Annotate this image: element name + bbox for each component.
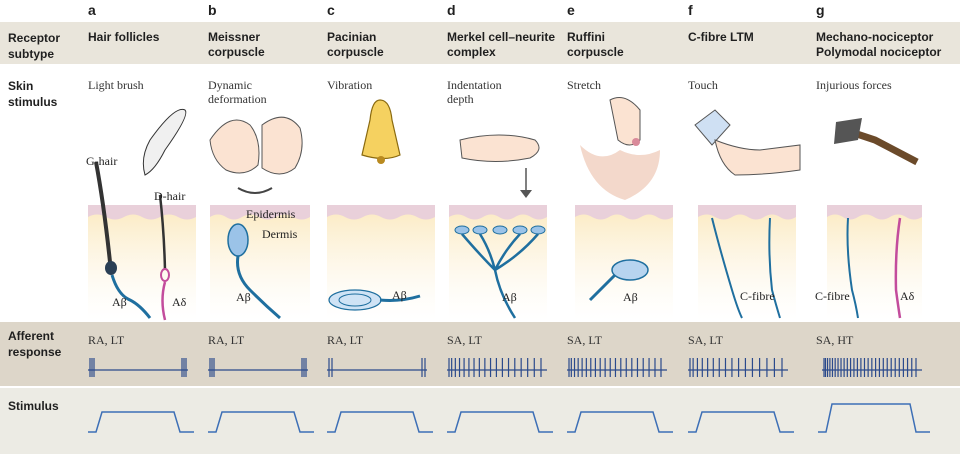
ruffini-illustration [580,97,660,302]
afferent-spike-traces [88,358,922,377]
header-hair-follicles: Hair follicles [88,30,160,44]
header-band [0,22,960,64]
label-cfibre-g: C-fibre [815,289,850,303]
col-letter-f: f [688,2,693,18]
label-abeta-c: Aβ [392,288,407,302]
stimulus-trace [447,411,553,433]
header-merkel: Merkel cell–neurite complex [447,30,556,59]
afferent-band [0,322,960,386]
stimulus-trace [567,411,673,433]
hair-follicle-illustration [94,108,187,321]
pacinian-illustration [328,99,421,311]
response-e: SA, LT [567,333,602,347]
label-abeta-a: Aβ [112,295,127,309]
row-label-receptor: Receptor subtype [8,31,61,61]
header-c-fibre-ltm: C-fibre LTM [688,30,754,44]
response-g: SA, HT [816,333,854,347]
response-d: SA, LT [447,333,482,347]
stimulus-trace [208,411,314,433]
c-fibre-ltm-illustration [694,109,801,319]
header-meissner: Meissner corpuscle [208,30,265,59]
label-d-hair: D-hair [154,189,186,203]
row-label-afferent: Afferent response [8,329,62,359]
meissner-illustration [209,116,303,320]
label-cfibre-f: C-fibre [740,289,775,303]
col-letter-d: d [447,2,456,18]
col-letter-c: c [327,2,335,18]
label-dermis: Dermis [262,227,298,241]
stimulus-stretch: Stretch [567,78,601,92]
label-abeta-e: Aβ [623,290,638,304]
stimulus-touch: Touch [688,78,718,92]
label-adelta-g: Aδ [900,289,915,303]
nociceptor-illustration [834,118,919,319]
stimulus-trace [688,411,794,433]
header-ruffini: Ruffini corpuscle [567,30,624,59]
stimulus-trace [327,411,433,433]
response-f: SA, LT [688,333,723,347]
col-letter-a: a [88,2,96,18]
response-b: RA, LT [208,333,245,347]
stimulus-band [0,388,960,454]
label-abeta-d: Aβ [502,290,517,304]
stimulus-light-brush: Light brush [88,78,144,92]
stimulus-injurious-forces: Injurious forces [816,78,892,92]
merkel-illustration [454,134,546,319]
header-pacinian: Pacinian corpuscle [327,30,384,59]
col-letter-b: b [208,2,217,18]
label-adelta-a: Aδ [172,295,187,309]
col-letter-e: e [567,2,575,18]
label-abeta-b: Aβ [236,290,251,304]
row-label-stimulus: Stimulus [8,399,59,413]
header-nociceptor: Mechano-nociceptor Polymodal nociceptor [816,30,942,59]
stimulus-vibration: Vibration [327,78,373,92]
stimulus-indentation-depth: Indentation depth [447,78,502,106]
label-g-hair: G-hair [86,154,118,168]
stimulus-trace [818,403,930,433]
stimulus-dynamic-deformation: Dynamic deformation [208,78,267,106]
stimulus-trace [88,411,194,433]
col-letter-g: g [816,2,825,18]
epidermis-layers [88,205,922,220]
label-epidermis: Epidermis [246,207,296,221]
response-a: RA, LT [88,333,125,347]
row-label-skin-stimulus: Skin stimulus [8,79,58,109]
stimulus-traces [88,403,930,433]
response-c: RA, LT [327,333,364,347]
